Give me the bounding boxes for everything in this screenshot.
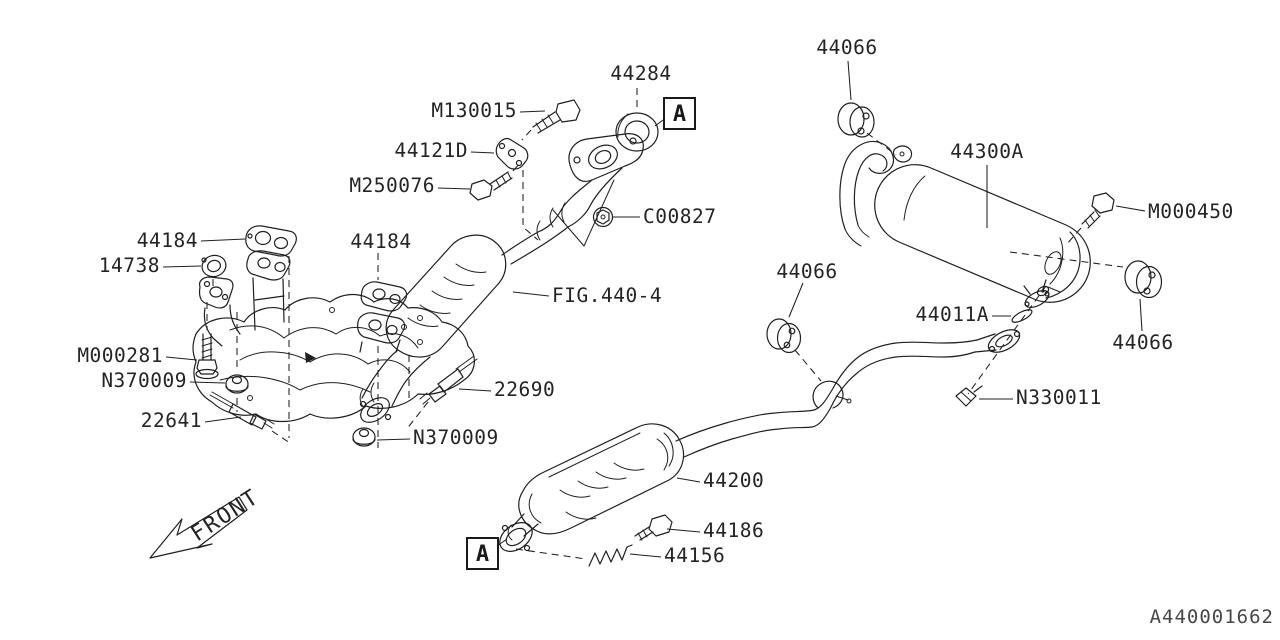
rear-muffler-strap-bracket (1036, 231, 1081, 299)
gasket-14738 (201, 254, 227, 278)
bolt-m000450 (1081, 192, 1115, 229)
hanger-44066-right (1124, 260, 1163, 299)
part-label-44184-right: 44184 (350, 230, 411, 253)
pipe-hanger-bracket (812, 380, 852, 409)
mid-muffler-body (518, 423, 685, 535)
part-label-22641: 22641 (141, 409, 202, 432)
gasket-44011a (1011, 309, 1033, 323)
front-pipe-assembly (359, 99, 659, 423)
rear-muffler-tailpipe (839, 140, 894, 247)
leader-lines (162, 60, 1146, 558)
manifold-left-flange (198, 276, 241, 347)
part-label-n330011: N330011 (1016, 386, 1102, 409)
spring-44156 (588, 544, 633, 567)
part-label-44011a: 44011A (916, 303, 989, 326)
rear-muffler-assembly (839, 140, 1115, 308)
part-label-44156: 44156 (664, 544, 725, 567)
mid-muffler-inlet-flange (499, 513, 539, 552)
front-pipe-lower-outlet (359, 349, 431, 423)
front-direction-arrow: FRONT (149, 485, 265, 559)
front-label: FRONT (187, 485, 265, 547)
mid-pipe (675, 309, 1033, 458)
section-marker-a-top: A (663, 97, 696, 130)
oxygen-sensor-22690 (419, 355, 478, 405)
assembly-dashed-lines (206, 88, 1124, 560)
manifold-right-flange (357, 312, 406, 353)
bolt-n330011 (955, 385, 983, 407)
mid-pipe-rear-flange (974, 329, 1021, 353)
gasket-44184-right (360, 281, 408, 312)
part-label-44200: 44200 (703, 469, 764, 492)
manifold-collector (246, 250, 291, 331)
gasket-44284 (615, 112, 659, 152)
nut-c00827 (592, 206, 614, 228)
part-labels: 44066 44284 M130015 44121D M250076 C0082… (77, 36, 1233, 567)
part-label-44066-mid: 44066 (776, 260, 837, 283)
part-label-44184-left: 44184 (137, 229, 198, 252)
part-label-n370009-left: N370009 (101, 369, 187, 392)
part-label-44284: 44284 (610, 62, 671, 85)
part-label-22690: 22690 (494, 378, 555, 401)
part-label-44186: 44186 (703, 519, 764, 542)
bolt-m250076 (469, 171, 513, 201)
part-label-m000281: M000281 (77, 344, 163, 367)
nut-n370009-right (352, 427, 376, 447)
rear-muffler-front-hanger-pin (892, 145, 913, 163)
bolt-44186 (634, 514, 673, 541)
part-label-n370009-right: N370009 (413, 426, 499, 449)
part-label-44066-right: 44066 (1112, 331, 1173, 354)
exhaust-manifold-assembly (192, 225, 478, 447)
hanger-44066-mid (766, 318, 802, 354)
nut-n370009-left (225, 374, 249, 394)
bolt-m000281 (195, 333, 219, 380)
gasket-44184-left (245, 225, 297, 257)
part-label-m130015: M130015 (431, 99, 517, 122)
catalytic-converter (385, 234, 507, 358)
rear-muffler-inlet (1023, 279, 1050, 308)
section-marker-a-top-label: A (673, 102, 686, 127)
section-marker-a-bottom: A (466, 537, 499, 570)
rear-muffler-body (874, 164, 1091, 303)
front-pipe-tube (501, 167, 623, 265)
part-label-c00827: C00827 (643, 205, 716, 228)
manifold-body (192, 293, 475, 423)
section-marker-a-bottom-label: A (476, 542, 489, 567)
part-label-14738: 14738 (99, 254, 160, 277)
part-label-44300a: 44300A (950, 140, 1023, 163)
bolt-m130015 (532, 99, 581, 134)
front-pipe-top-flange (552, 133, 644, 247)
part-label-m000450: M000450 (1148, 200, 1234, 223)
part-label-44066-top: 44066 (816, 36, 877, 59)
fig-reference-label: FIG.440-4 (552, 284, 662, 307)
mid-muffler-assembly (499, 423, 685, 567)
bracket-44121d (495, 137, 529, 170)
part-label-m250076: M250076 (349, 174, 435, 197)
oxygen-sensor-22641 (209, 391, 275, 430)
diagram-code: A440001662 (1150, 606, 1274, 628)
part-label-44121d: 44121D (395, 139, 468, 162)
hanger-44066-top (837, 102, 875, 138)
